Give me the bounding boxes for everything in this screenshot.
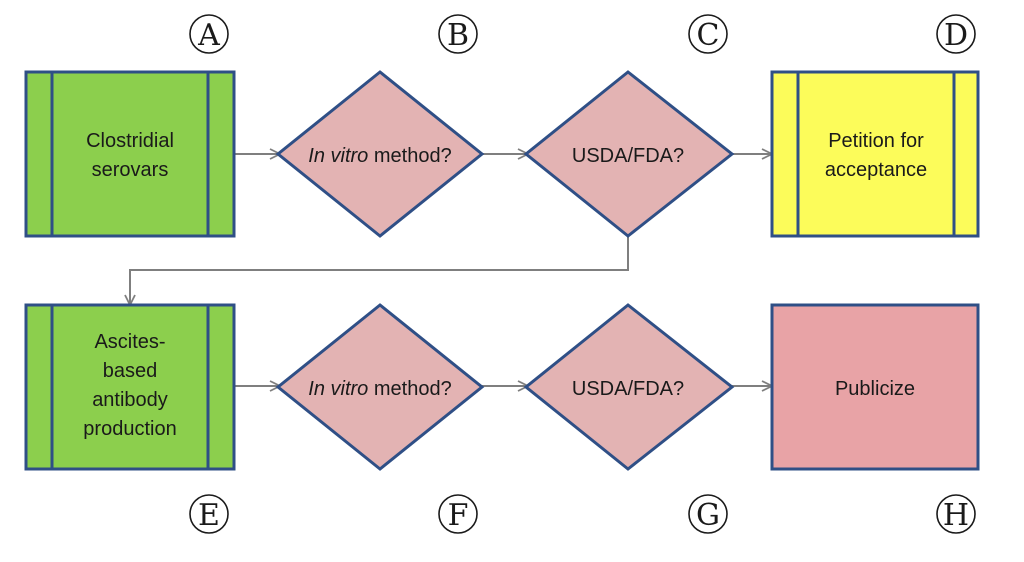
- edge-c-e: [130, 236, 629, 305]
- svg-text:D: D: [944, 18, 968, 53]
- svg-text:B: B: [447, 18, 469, 53]
- decision-usda-fda-2: USDA/FDA?: [523, 303, 735, 471]
- node-a-line-1: Clostridial: [86, 130, 174, 152]
- decision-f-italic: In vitro: [308, 378, 368, 400]
- node-publicize: Publicize: [770, 303, 980, 471]
- decision-g-label: USDA/FDA?: [572, 378, 684, 400]
- marker-e: E: [189, 494, 229, 534]
- decision-c-label: USDA/FDA?: [572, 145, 684, 167]
- node-d-line-1: Petition for: [828, 130, 924, 152]
- svg-text:G: G: [696, 498, 720, 533]
- decision-in-vitro-method-1: In vitro method?: [275, 70, 485, 238]
- node-e-line-4: production: [83, 418, 176, 440]
- svg-text:C: C: [697, 18, 720, 53]
- decision-b-rest: method?: [368, 145, 451, 167]
- marker-d: D: [936, 14, 976, 54]
- node-e-line-3: antibody: [92, 389, 168, 411]
- node-a-line-2: serovars: [92, 159, 169, 181]
- svg-text:F: F: [448, 498, 469, 533]
- node-ascites-antibody-production: Ascites- based antibody production: [24, 303, 236, 471]
- marker-f: F: [438, 494, 478, 534]
- decision-usda-fda-1: USDA/FDA?: [523, 70, 735, 238]
- node-e-line-2: based: [103, 360, 158, 382]
- marker-g: G: [688, 494, 728, 534]
- svg-text:H: H: [943, 498, 969, 533]
- decision-b-italic: In vitro: [308, 145, 368, 167]
- svg-text:In vitro method?: In vitro method?: [308, 145, 451, 167]
- decision-in-vitro-method-2: In vitro method?: [275, 303, 485, 471]
- node-h-label: Publicize: [835, 378, 915, 400]
- marker-h: H: [936, 494, 976, 534]
- node-d-line-2: acceptance: [825, 159, 927, 181]
- svg-text:E: E: [198, 498, 220, 533]
- node-e-line-1: Ascites-: [94, 331, 165, 353]
- marker-b: B: [438, 14, 478, 54]
- svg-text:A: A: [197, 18, 220, 53]
- svg-text:In vitro method?: In vitro method?: [308, 378, 451, 400]
- node-petition-for-acceptance: Petition for acceptance: [770, 70, 980, 238]
- marker-a: A: [189, 14, 229, 54]
- marker-c: C: [688, 14, 728, 54]
- node-clostridial-serovars: Clostridial serovars: [24, 70, 236, 238]
- decision-f-rest: method?: [368, 378, 451, 400]
